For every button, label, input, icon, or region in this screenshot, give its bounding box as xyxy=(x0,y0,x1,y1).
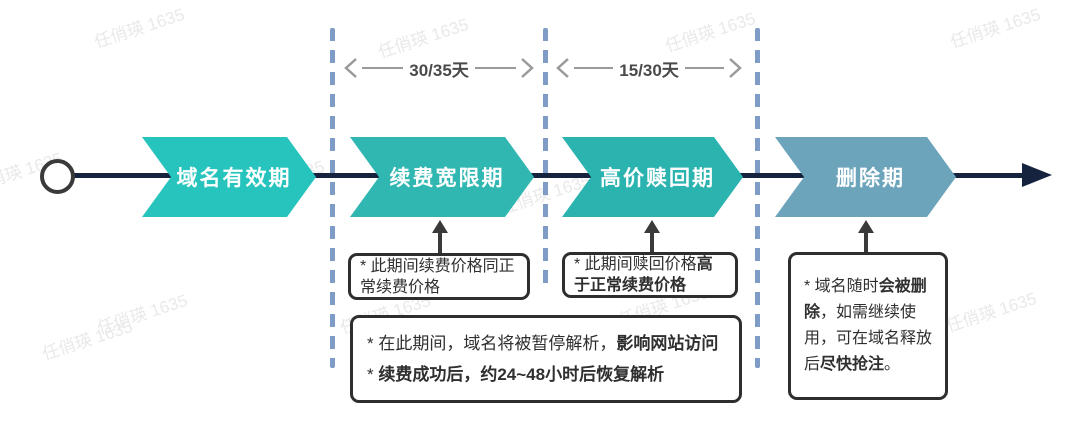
stage-label: 删除期 xyxy=(836,167,905,190)
arrow-shaft xyxy=(438,233,442,254)
stage-label: 域名有效期 xyxy=(176,167,292,190)
duration-label: 15/30天 xyxy=(619,60,679,80)
watermark: 任俏瑛 1635 xyxy=(943,288,1039,336)
stage-deletion: 删除期 xyxy=(775,137,956,217)
timeline-end-arrow-icon xyxy=(1022,163,1052,187)
watermark: 任俏瑛 1635 xyxy=(947,4,1043,52)
note-redemption: * 此期间赎回价格高 于正常续费价格 xyxy=(562,252,738,298)
arrow-shaft xyxy=(650,233,654,253)
arrow-left-icon xyxy=(344,58,357,78)
stage-renewal-grace: 续费宽限期 xyxy=(350,137,534,217)
note-line: * 此期间续费价格同正 xyxy=(360,257,515,275)
note-suspension: * 在此期间，域名将被暂停解析，影响网站访问 * 续费成功后，约24~48小时后… xyxy=(350,315,742,403)
note-line: 用，可在域名释放 xyxy=(804,330,933,347)
note-line: 后尽快抢注。 xyxy=(804,356,901,373)
watermark: 任俏瑛 1635 xyxy=(39,316,135,364)
duration-span-redemption: 15/30天 xyxy=(556,54,742,82)
note-line: 常续费价格 xyxy=(360,278,441,296)
stage-domain-valid: 域名有效期 xyxy=(142,137,316,217)
arrow-shaft xyxy=(864,233,868,253)
note-line: 除，如需继续使 xyxy=(804,304,917,321)
note-arrow-icon xyxy=(431,220,449,254)
period-divider-line xyxy=(543,28,548,290)
note-line: * 此期间赎回价格高 xyxy=(574,256,713,273)
note-arrow-icon xyxy=(643,220,661,253)
timeline-axis xyxy=(74,173,1026,178)
timeline-start-circle xyxy=(40,159,75,194)
arrow-head xyxy=(858,220,874,233)
arrow-head xyxy=(644,220,660,233)
note-line: 于正常续费价格 xyxy=(574,277,687,294)
span-line xyxy=(474,66,517,70)
stage-redemption: 高价赎回期 xyxy=(562,137,743,217)
duration-label: 30/35天 xyxy=(409,60,469,80)
span-line xyxy=(574,66,614,70)
arrow-left-icon xyxy=(556,58,569,78)
note-line: * 域名随时会被删 xyxy=(804,278,927,295)
watermark: 任俏瑛 1635 xyxy=(91,4,187,52)
period-divider-line xyxy=(755,28,760,368)
arrow-right-icon xyxy=(521,58,534,78)
note-line: * 续费成功后，约24~48小时后恢复解析 xyxy=(367,364,665,384)
span-line xyxy=(684,66,725,70)
note-renewal-grace: * 此期间续费价格同正 常续费价格 xyxy=(348,253,530,300)
duration-span-grace: 30/35天 xyxy=(344,54,534,82)
note-line: * 在此期间，域名将被暂停解析，影响网站访问 xyxy=(367,333,719,353)
arrow-right-icon xyxy=(729,58,742,78)
stage-label: 高价赎回期 xyxy=(600,167,715,190)
period-divider-line xyxy=(330,28,335,368)
note-arrow-icon xyxy=(857,220,875,253)
stage-label: 续费宽限期 xyxy=(389,167,505,190)
note-deletion: * 域名随时会被删 除，如需继续使 用，可在域名释放 后尽快抢注。 xyxy=(788,252,948,400)
span-line xyxy=(362,66,404,70)
watermark: 任俏瑛 1635 xyxy=(662,8,758,56)
arrow-head xyxy=(432,220,448,233)
